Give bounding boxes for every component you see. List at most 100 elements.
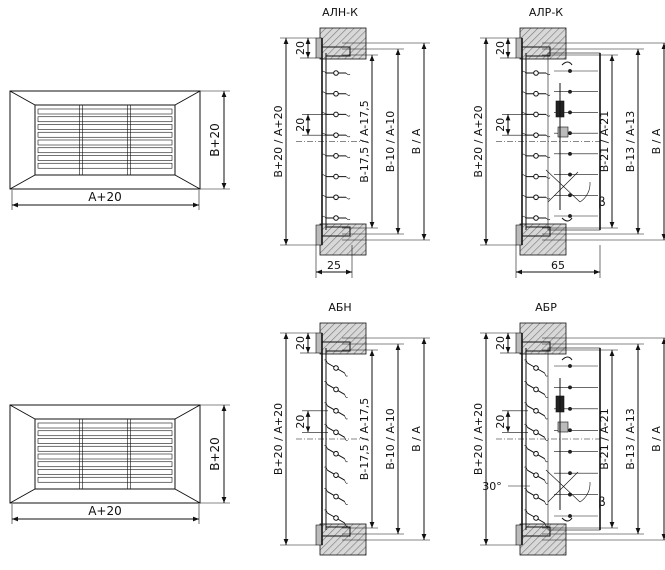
damper-pivot	[568, 151, 572, 156]
blade	[524, 402, 548, 420]
blade	[37, 430, 173, 437]
dim-overall-label: B+20 / A+20	[272, 403, 285, 475]
damper-pivot	[568, 385, 572, 390]
angle-arc	[579, 481, 591, 503]
outer-frame	[9, 404, 201, 504]
frame-corner	[9, 174, 36, 190]
dim-top-label: 20	[294, 336, 307, 350]
dim-overall-label: B+20 / A+20	[272, 105, 285, 177]
blade	[37, 116, 173, 123]
damper-pivot	[568, 89, 572, 94]
damper-pivot	[568, 110, 572, 115]
view-title: АБН	[328, 301, 351, 314]
channel-bottom	[322, 526, 351, 537]
channel-top	[522, 46, 551, 57]
blade	[324, 423, 348, 441]
dim-top-label: 20	[294, 41, 307, 55]
front-height-label: B+20	[208, 123, 222, 157]
blade	[524, 509, 548, 527]
dim-mid-label: B-13 / A-13	[624, 408, 637, 469]
blade	[324, 402, 348, 420]
damper-pivot	[568, 172, 572, 177]
blade	[321, 215, 351, 221]
blade	[324, 466, 348, 484]
dim-top-label: 20	[494, 41, 507, 55]
angle-30-label: 30°	[482, 480, 502, 493]
front-height-label: B+20	[208, 437, 222, 471]
hook	[561, 217, 573, 222]
outer-frame	[9, 90, 201, 190]
damper-pivot	[568, 406, 572, 411]
flange-top	[315, 37, 323, 59]
angle-beta-label: β	[598, 195, 606, 209]
front-width-label: A+20	[88, 190, 122, 204]
damper-pivot	[568, 364, 572, 368]
wall-bottom	[319, 523, 367, 556]
blade	[521, 90, 551, 97]
blade	[521, 153, 551, 159]
blade	[37, 469, 173, 475]
wall-bottom	[519, 523, 567, 556]
blade	[37, 476, 173, 483]
wall-bottom	[519, 223, 567, 256]
dim-pitch-label: 20	[494, 415, 507, 429]
front-view-top: B+20 A+20	[9, 90, 230, 210]
hook	[561, 356, 573, 361]
blade	[524, 359, 548, 377]
blade	[324, 509, 348, 527]
dim-inner-label: B-21 / A-21	[598, 408, 611, 469]
blade	[37, 147, 173, 154]
flange-bottom	[515, 524, 523, 546]
blade	[524, 380, 548, 398]
angle-line	[545, 469, 581, 503]
grille-front-face	[9, 404, 201, 504]
angle-line	[547, 171, 579, 203]
blade	[324, 488, 348, 506]
view-title: АБР	[535, 301, 557, 314]
blade	[524, 445, 548, 463]
damper-knob	[557, 421, 569, 433]
flange-bottom	[315, 224, 323, 246]
blade	[37, 453, 173, 460]
blade	[37, 108, 173, 115]
angle-beta-label: β	[598, 495, 606, 509]
channel-top	[322, 341, 351, 352]
blade	[321, 132, 351, 138]
frame-corner	[9, 404, 36, 420]
blade	[324, 380, 348, 398]
blade	[524, 488, 548, 506]
frame-corner	[174, 90, 201, 106]
channel-top	[522, 341, 551, 352]
frame-corner	[174, 488, 201, 504]
frame-corner	[174, 404, 201, 420]
damper-pivot	[568, 131, 572, 136]
channel-bottom	[522, 526, 551, 537]
dim-pitch-label: 20	[294, 415, 307, 429]
damper-pivot	[568, 214, 572, 218]
wall-top	[319, 322, 367, 355]
flange-bottom	[515, 224, 523, 246]
inner-frame	[34, 104, 176, 176]
channel-bottom	[522, 226, 551, 237]
blade	[321, 173, 351, 180]
dim-pitch-label: 20	[494, 118, 507, 132]
blade	[321, 70, 351, 76]
grille-front-face	[9, 90, 201, 190]
angle-line	[547, 471, 579, 503]
flange-top	[515, 332, 523, 354]
blade	[324, 359, 348, 377]
damper-pivot	[568, 69, 572, 73]
blade	[521, 70, 551, 76]
dim-outer-label: B / A	[650, 128, 663, 154]
view-title: АЛР-К	[529, 6, 563, 19]
frame-corner	[9, 488, 36, 504]
blade	[521, 173, 551, 180]
blade	[37, 155, 173, 161]
damper-pivot	[568, 449, 572, 454]
channel-top	[322, 46, 351, 57]
dim-depth-label: 25	[327, 259, 341, 272]
